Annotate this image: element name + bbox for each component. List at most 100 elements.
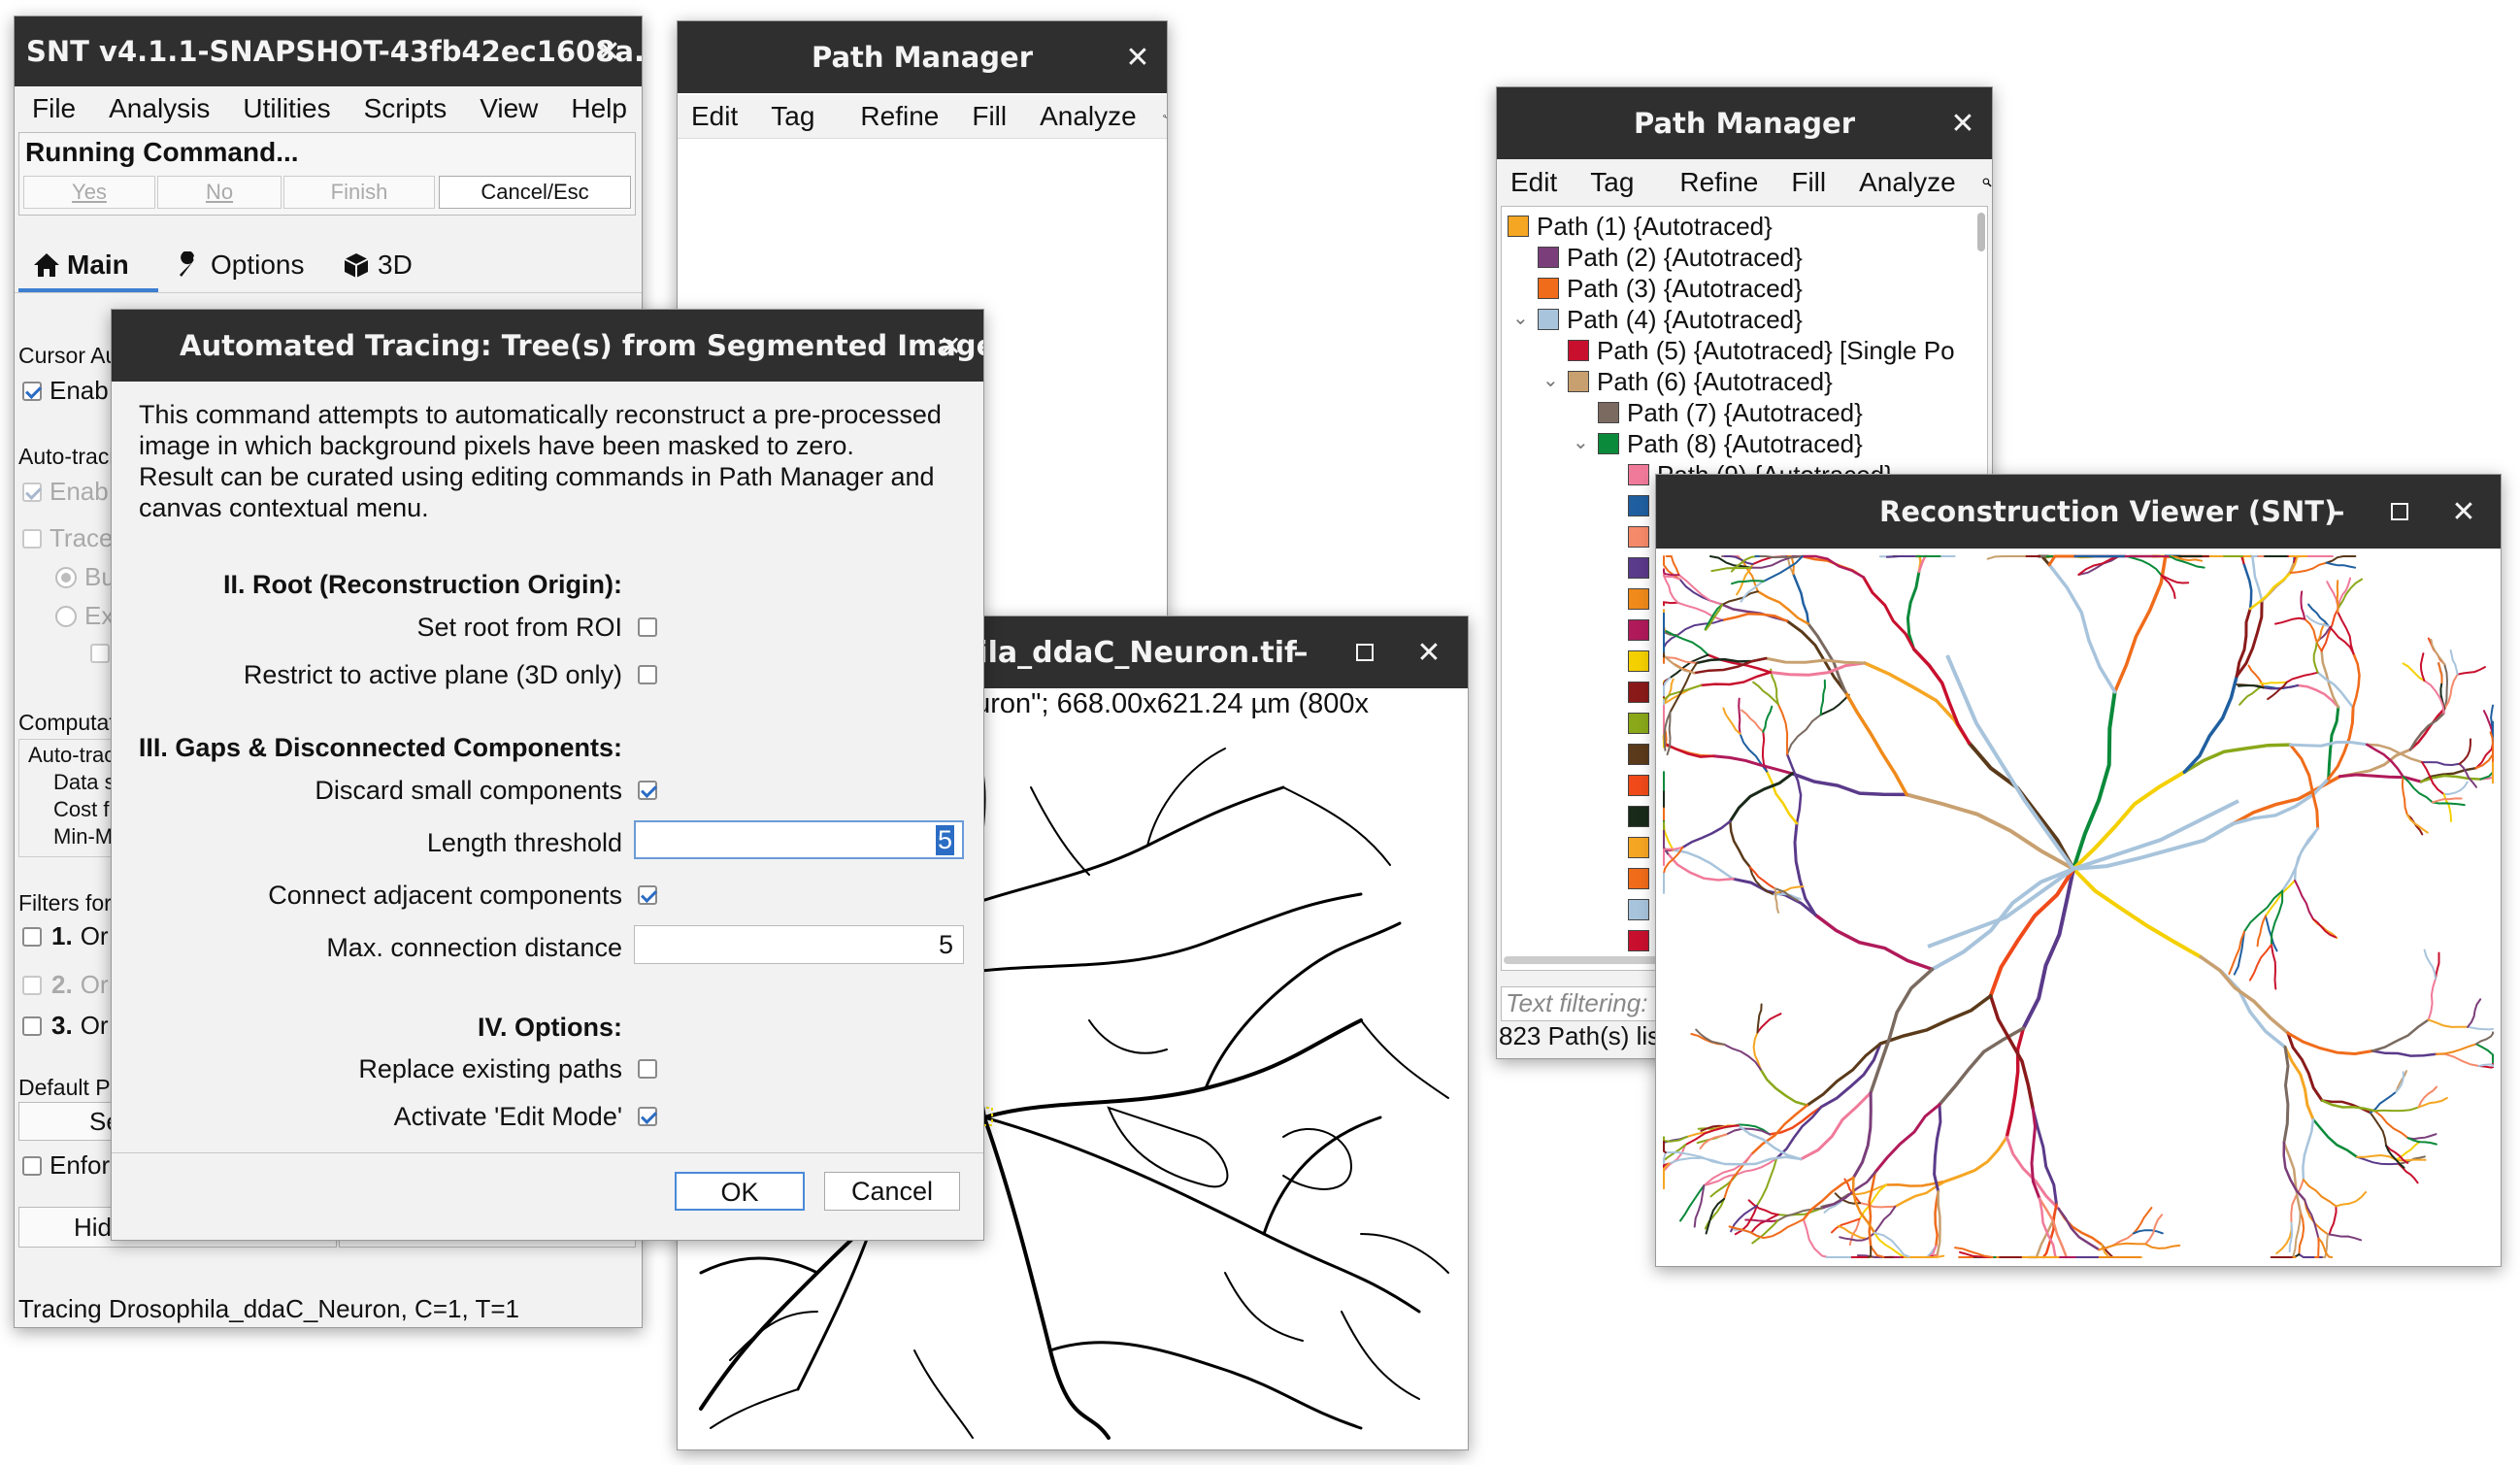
enforce-row[interactable]: Enfor — [22, 1150, 110, 1181]
no-button[interactable]: No — [157, 176, 282, 209]
menu-help[interactable]: Help — [571, 93, 627, 123]
close-icon[interactable]: ✕ — [939, 329, 962, 362]
pm2-menu-edit[interactable]: Edit — [1510, 167, 1558, 197]
reconstructed-path — [2449, 649, 2459, 676]
pm2-menu-fill[interactable]: Fill — [1791, 167, 1827, 197]
reconstructed-path — [1839, 1236, 1869, 1242]
filter-2-row[interactable]: 2.Or — [22, 970, 109, 1000]
reconstructed-path — [2169, 555, 2204, 562]
pm1-menu-edit[interactable]: Edit — [691, 101, 739, 131]
reconstructed-path — [1774, 887, 1800, 902]
enable-snapping-row[interactable]: Enab — [22, 376, 109, 406]
close-icon[interactable]: ✕ — [1416, 635, 1442, 670]
pm1-menu-refine[interactable]: Refine — [860, 101, 940, 131]
tab-main[interactable]: Main — [18, 242, 158, 292]
enable-autotracing-row[interactable]: Enab — [22, 477, 109, 507]
maximize-icon[interactable] — [2372, 475, 2427, 549]
close-icon[interactable]: ✕ — [1125, 40, 1150, 75]
search-icon[interactable] — [1982, 170, 1992, 195]
restrict-plane-checkbox[interactable] — [638, 665, 657, 684]
tab-3d[interactable]: 3D — [343, 242, 413, 288]
reconstructed-path — [1663, 574, 1679, 604]
menu-utilities[interactable]: Utilities — [243, 93, 331, 123]
connect-adjacent-checkbox[interactable] — [638, 885, 657, 905]
reconstruction-3d-canvas[interactable] — [1656, 549, 2501, 1265]
cancel-esc-button[interactable]: Cancel/Esc — [439, 176, 631, 209]
length-threshold-field[interactable]: 5 — [634, 820, 964, 859]
path-tree-row[interactable]: Path (3) {Autotraced} — [1502, 273, 1977, 304]
menu-view[interactable]: View — [480, 93, 539, 123]
pm1-menu-tag[interactable]: Tag — [771, 101, 815, 131]
enable-autotracing-checkbox[interactable] — [22, 482, 42, 502]
close-icon[interactable]: ✕ — [596, 34, 621, 69]
trace-checkbox[interactable] — [22, 528, 42, 549]
reconstructed-path — [2077, 555, 2120, 576]
path-tree-row[interactable]: ⌄Path (6) {Autotraced} — [1502, 366, 1977, 397]
horizontal-scrollbar[interactable] — [1504, 956, 1659, 964]
filter-1-checkbox[interactable] — [22, 926, 42, 947]
filter-2-checkbox[interactable] — [22, 975, 42, 995]
minimize-icon[interactable]: – — [2330, 494, 2345, 529]
reconstructed-path — [1785, 619, 1847, 694]
pm1-menu-analyze[interactable]: Analyze — [1040, 101, 1137, 131]
pm1-menu-fill[interactable]: Fill — [972, 101, 1008, 131]
filter-3-row[interactable]: 3.Or — [22, 1011, 109, 1041]
vertical-scrollbar[interactable] — [1977, 213, 1985, 251]
path-color-swatch — [1538, 247, 1559, 268]
filter-1-row[interactable]: 1.Or — [22, 921, 109, 951]
menu-analysis[interactable]: Analysis — [109, 93, 211, 123]
cancel-button[interactable]: Cancel — [824, 1172, 960, 1211]
reconstructed-path — [1728, 772, 1794, 823]
reconstructed-path — [1738, 697, 1741, 735]
path-tree-row[interactable]: Path (1) {Autotraced} — [1502, 211, 1977, 242]
path-tree-row[interactable]: Path (5) {Autotraced} [Single Po — [1502, 335, 1977, 366]
path-label: Path (1) {Autotraced} — [1537, 212, 1773, 241]
sub-checkbox[interactable] — [90, 644, 110, 668]
replace-existing-checkbox[interactable] — [638, 1059, 657, 1079]
bu-radio[interactable] — [55, 566, 77, 588]
search-icon[interactable] — [1162, 104, 1167, 129]
reconstructed-path — [1730, 555, 1759, 573]
filter-3-checkbox[interactable] — [22, 1016, 42, 1036]
finish-button[interactable]: Finish — [283, 176, 435, 209]
chevron-down-icon[interactable]: ⌄ — [1512, 308, 1529, 329]
reconstructed-path — [1663, 846, 1684, 850]
path-tree-row[interactable]: ⌄Path (4) {Autotraced} — [1502, 304, 1977, 335]
close-icon[interactable]: ✕ — [2451, 494, 2476, 529]
bu-radio-row[interactable]: Bu — [55, 562, 116, 592]
reconstructed-path — [1669, 661, 1698, 714]
menu-scripts[interactable]: Scripts — [363, 93, 448, 123]
chevron-down-icon[interactable]: ⌄ — [1542, 370, 1559, 391]
ex-radio[interactable] — [55, 605, 77, 627]
reconstructed-path — [2302, 1117, 2315, 1182]
pm2-menu-analyze[interactable]: Analyze — [1859, 167, 1956, 197]
tab-options[interactable]: Options — [176, 242, 305, 288]
menu-file[interactable]: File — [32, 93, 77, 123]
ex-radio-row[interactable]: Ex — [55, 601, 114, 631]
discard-small-checkbox[interactable] — [638, 781, 657, 800]
set-root-checkbox[interactable] — [638, 617, 657, 637]
max-distance-field[interactable]: 5 — [634, 925, 964, 964]
reconstructed-path — [1736, 563, 1754, 596]
minimize-icon[interactable]: – — [1293, 635, 1309, 670]
pm2-menu-refine[interactable]: Refine — [1679, 167, 1759, 197]
reconstructed-path — [2248, 571, 2292, 611]
maximize-icon[interactable] — [1338, 616, 1392, 688]
path-tree-row[interactable]: Path (2) {Autotraced} — [1502, 242, 1977, 273]
reconstructed-path — [1986, 555, 2026, 560]
yes-button[interactable]: Yes — [23, 176, 155, 209]
path-color-swatch — [1628, 868, 1649, 889]
path-tree-row[interactable]: ⌄Path (8) {Autotraced} — [1502, 428, 1977, 459]
enforce-checkbox[interactable] — [22, 1155, 42, 1176]
trace-row[interactable]: Trace — [22, 523, 114, 553]
reconstructed-path — [2430, 638, 2446, 666]
close-icon[interactable]: ✕ — [1950, 106, 1975, 141]
reconstructed-path — [1801, 554, 1865, 579]
enable-snapping-checkbox[interactable] — [22, 381, 42, 401]
pm2-menu-tag[interactable]: Tag — [1590, 167, 1635, 197]
chevron-down-icon[interactable]: ⌄ — [1573, 432, 1589, 453]
edit-mode-checkbox[interactable] — [638, 1107, 657, 1126]
path-tree-row[interactable]: Path (7) {Autotraced} — [1502, 397, 1977, 428]
ok-button[interactable]: OK — [675, 1172, 805, 1211]
reconstructed-path — [1750, 1214, 1779, 1234]
